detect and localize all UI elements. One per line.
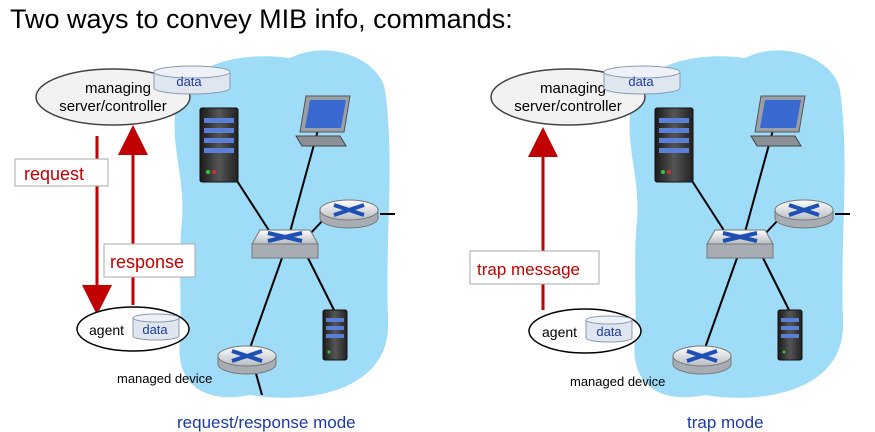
- agent-data-label: data: [596, 324, 622, 339]
- agent-data-label: data: [142, 322, 168, 337]
- left-panel: managing server/controller data request …: [14, 50, 395, 432]
- trap-message-label: trap message: [477, 260, 580, 279]
- server-icon: [322, 309, 348, 361]
- router-icon: [318, 198, 380, 230]
- managed-device-router-icon: [216, 344, 278, 376]
- switch-icon: [250, 228, 320, 260]
- network-links: [229, 129, 395, 396]
- response-label: response: [110, 252, 184, 272]
- server-label-line1: managing: [85, 80, 151, 97]
- server-label-line1: managing: [540, 80, 606, 97]
- managed-device-router-icon: [671, 344, 733, 376]
- server-label-line2: server/controller: [514, 98, 622, 115]
- server-data-label: data: [176, 74, 202, 89]
- request-label: request: [24, 164, 84, 184]
- agent-label: agent: [89, 322, 124, 338]
- switch-icon: [705, 228, 775, 260]
- right-panel: managing server/controller data trap mes…: [469, 50, 850, 432]
- slide-title: Two ways to convey MIB info, commands:: [10, 4, 513, 34]
- server-icon: [654, 107, 694, 183]
- router-icon: [773, 198, 835, 230]
- managed-device-label: managed device: [117, 371, 212, 386]
- agent-label: agent: [542, 324, 577, 340]
- mode-label: request/response mode: [177, 413, 356, 432]
- managed-device-label: managed device: [570, 374, 665, 389]
- mode-label: trap mode: [687, 413, 764, 432]
- server-data-label: data: [628, 74, 654, 89]
- server-icon: [199, 107, 239, 183]
- server-label-line2: server/controller: [59, 98, 167, 115]
- managing-server: [35, 68, 191, 126]
- server-icon: [777, 309, 803, 361]
